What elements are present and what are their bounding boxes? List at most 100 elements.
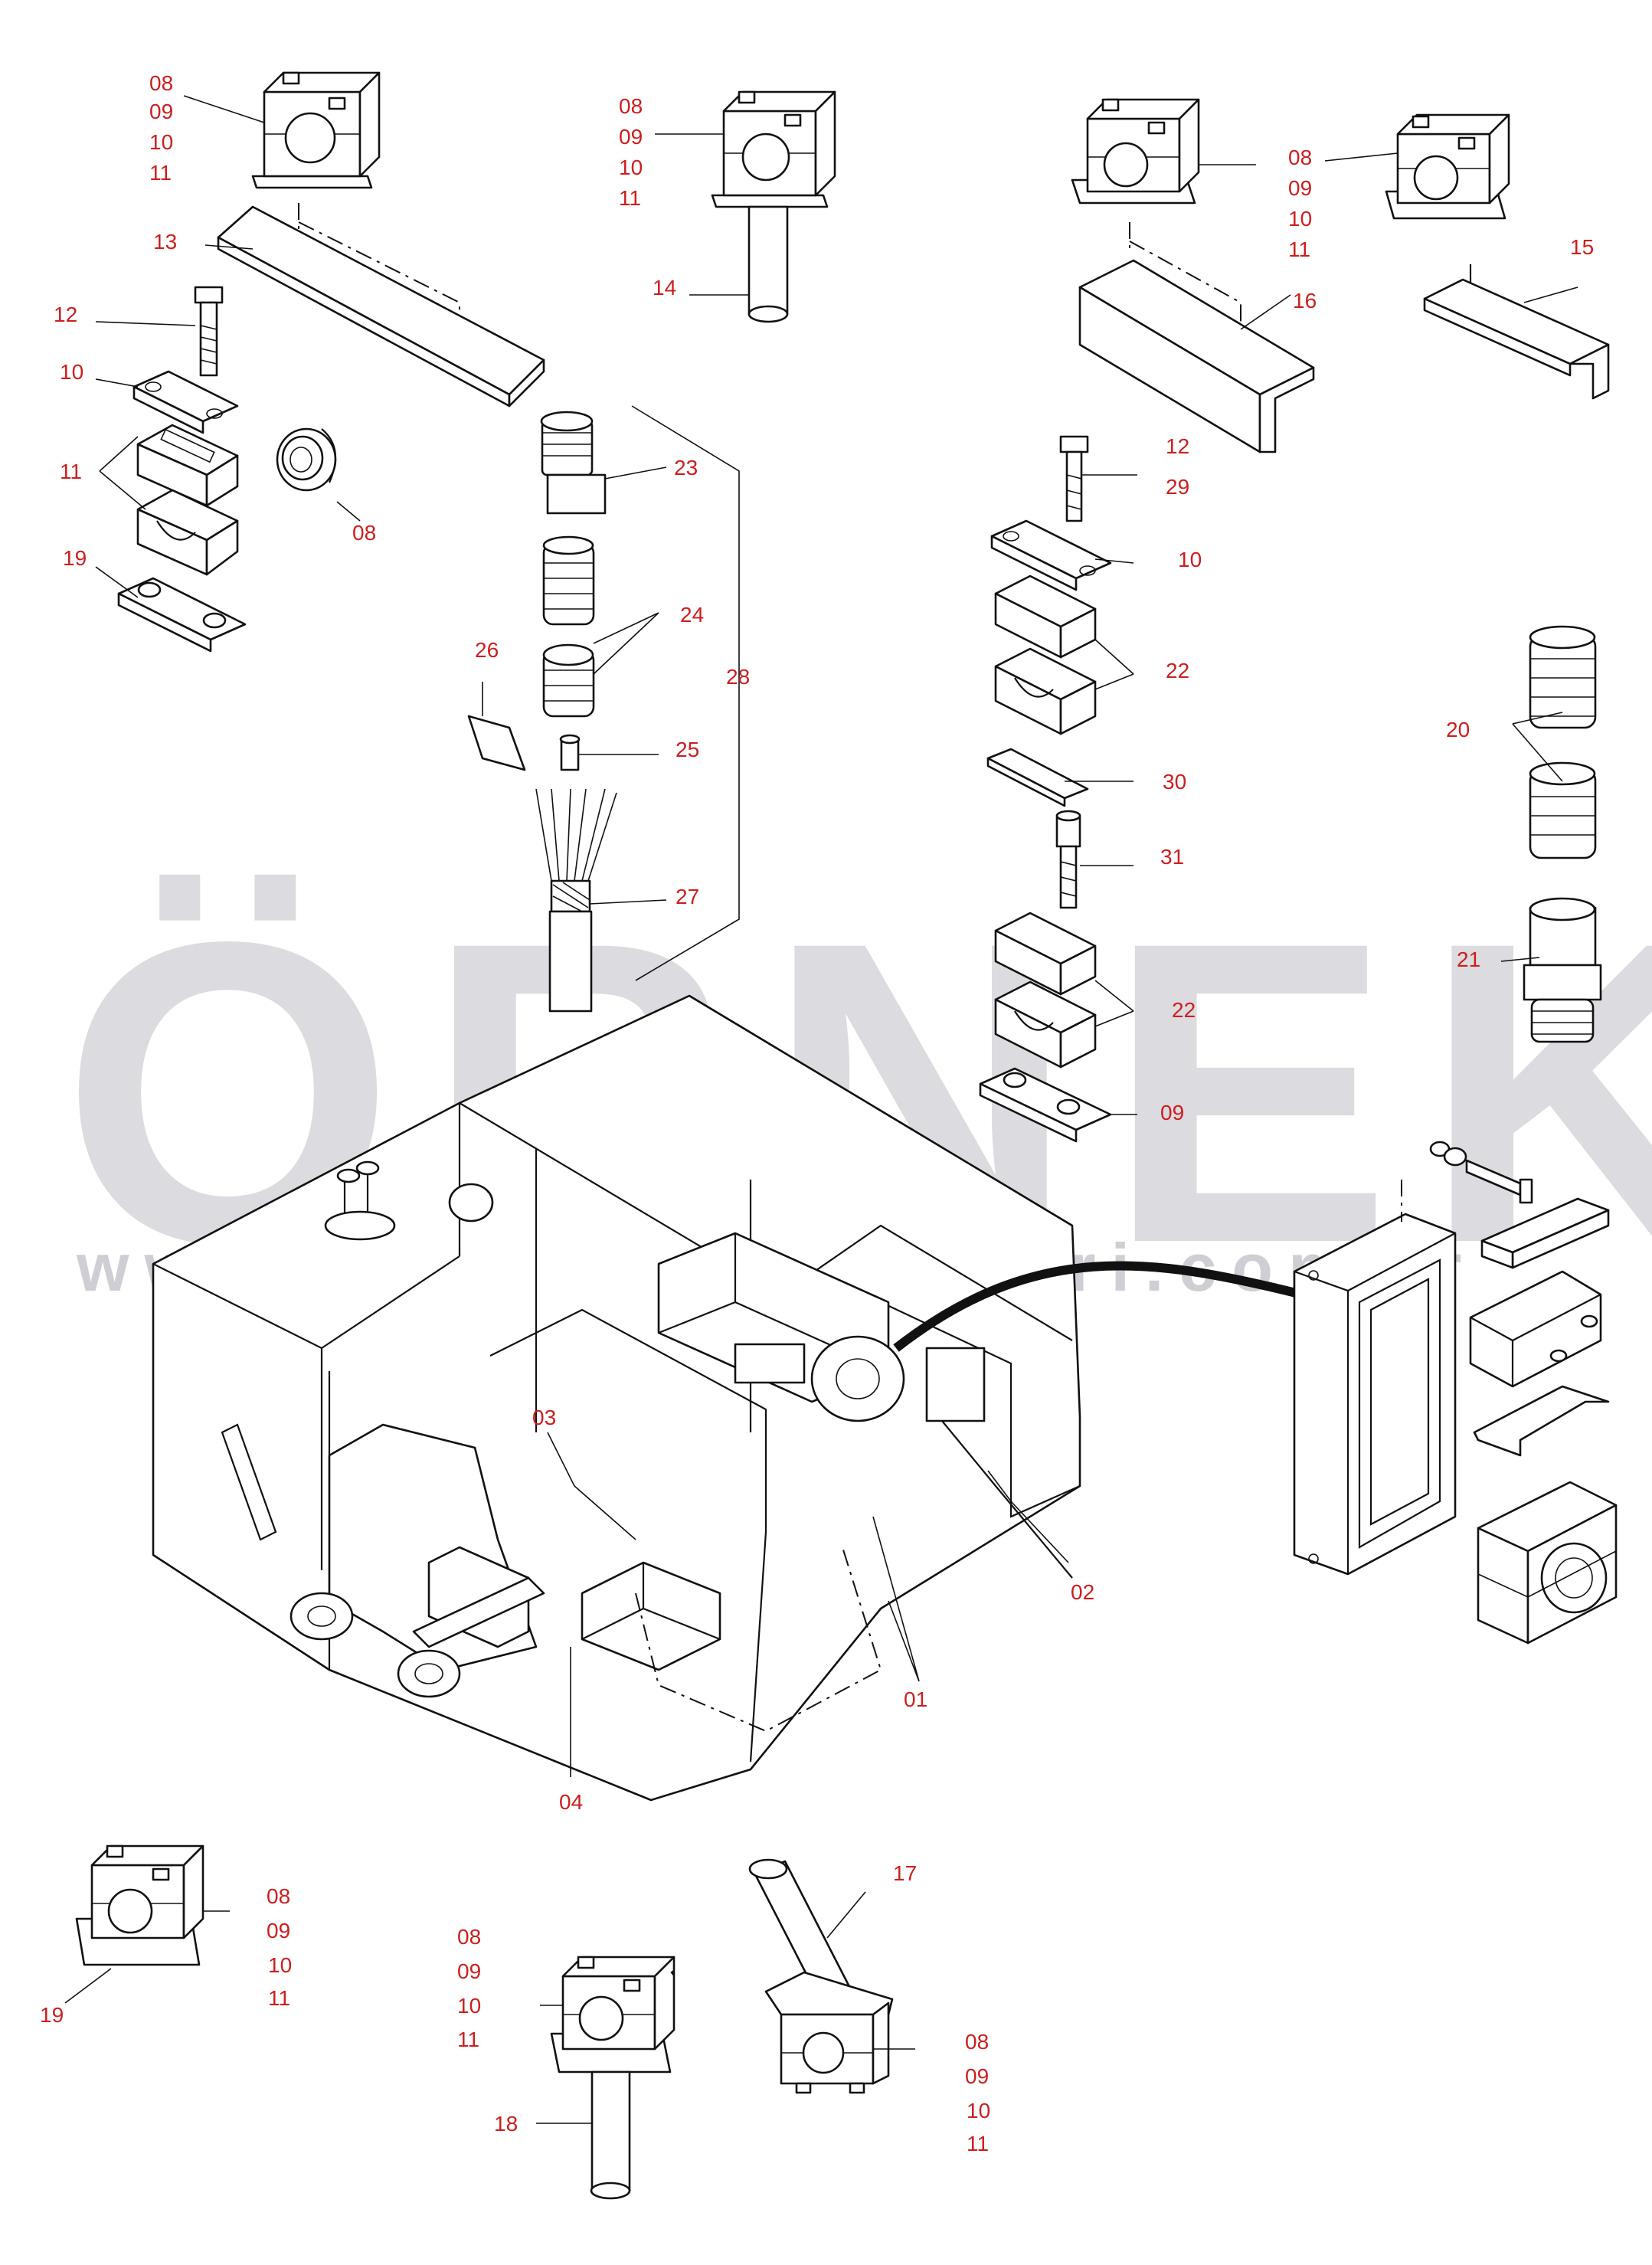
watermark-accent-left: [146, 950, 207, 984]
label-20: 20: [1446, 718, 1470, 741]
label-bottom-19: 19: [40, 2003, 64, 2027]
clamp-assembly-bottom-center: [550, 1956, 676, 2074]
label-13: 13: [153, 230, 177, 254]
label-02: 02: [1071, 1580, 1094, 1604]
label-c10: 10: [1288, 207, 1312, 231]
label-left-12: 12: [54, 303, 77, 326]
label-g10: 10: [967, 2099, 990, 2123]
machine-frame: [152, 994, 1081, 1802]
label-31: 31: [1160, 845, 1184, 869]
label-b10: 10: [619, 155, 643, 179]
label-16: 16: [1293, 289, 1317, 313]
plate-19-left: [117, 577, 247, 653]
callout-labels: 08 09 10 11 13 12 10 11 19 08 08 09 10 1…: [40, 71, 1594, 2155]
label-22-bottom: 22: [1172, 998, 1196, 1022]
label-27: 27: [676, 885, 699, 908]
remote-mount-bracket: [1473, 1385, 1610, 1457]
clamp-halves-22-bottom: [994, 912, 1097, 1069]
remote-mount-damper: [1469, 1270, 1602, 1388]
label-e11: 11: [268, 1986, 290, 2010]
label-c09: 09: [1288, 176, 1312, 200]
plate-10-left: [132, 370, 239, 434]
label-g08: 08: [965, 2030, 989, 2054]
plate-09-right: [979, 1067, 1112, 1143]
label-04: 04: [559, 1790, 583, 1814]
bolt-12-left: [194, 286, 224, 377]
label-28: 28: [726, 665, 750, 689]
cable-27: [535, 788, 617, 1013]
callout-bracket-28: [631, 405, 740, 981]
grommet-08: [276, 427, 337, 492]
label-25: 25: [676, 738, 699, 761]
label-b08: 08: [619, 94, 643, 118]
label-e10: 10: [268, 1953, 292, 1977]
label-f08: 08: [457, 1925, 481, 1949]
label-f10: 10: [457, 1994, 481, 2018]
angle-bracket-16: [1078, 259, 1315, 453]
remote-rubber-block: [1477, 1481, 1618, 1645]
label-29: 29: [1166, 475, 1189, 499]
label-03: 03: [532, 1406, 556, 1429]
gland-nut-23: [540, 411, 607, 515]
label-left-11: 11: [60, 460, 82, 483]
mounting-strip-13: [217, 205, 545, 408]
label-c08: 08: [1288, 146, 1312, 169]
pipe-18: [590, 2070, 631, 2200]
stray-mark: [670, 1969, 675, 1978]
remote-bolt-washer: [1429, 1141, 1533, 1204]
tape-26: [467, 715, 526, 771]
clamp-assembly-bottom-right: [764, 1971, 894, 2094]
label-a11: 11: [149, 161, 172, 185]
label-01: 01: [904, 1687, 927, 1711]
label-26: 26: [475, 638, 499, 662]
label-plate-09: 09: [1160, 1101, 1184, 1124]
bolt-12-29-right: [1059, 435, 1089, 522]
clamp-halves-22-top: [994, 574, 1097, 735]
label-17: 17: [893, 1861, 917, 1885]
remote-mount-pad: [1480, 1197, 1610, 1269]
label-left-10: 10: [60, 360, 83, 384]
label-e09: 09: [267, 1919, 290, 1943]
gland-21: [1523, 897, 1602, 1043]
clamp-assembly-top-left: [251, 71, 381, 189]
remote-control-box: [1293, 1213, 1457, 1576]
label-c11: 11: [1288, 237, 1310, 261]
angle-bracket-15: [1423, 278, 1610, 400]
label-a08: 08: [149, 71, 173, 95]
control-cable: [893, 1261, 1304, 1352]
clamp-assembly-top-center: [711, 90, 836, 208]
clamp-halves-11-left: [136, 424, 239, 576]
label-24: 24: [680, 603, 704, 627]
label-30: 30: [1163, 770, 1186, 794]
label-e08: 08: [267, 1884, 290, 1908]
label-g11: 11: [967, 2132, 989, 2155]
watermark-accent-right: [211, 950, 272, 984]
seal-inserts-20: [1529, 625, 1597, 859]
label-b11: 11: [619, 186, 641, 210]
label-a09: 09: [149, 100, 173, 123]
label-15: 15: [1570, 235, 1594, 259]
seal-inserts-24: [542, 535, 595, 718]
label-f11: 11: [457, 2028, 479, 2051]
label-a10: 10: [149, 130, 173, 154]
label-right-12: 12: [1166, 434, 1189, 458]
leader-lines: [64, 95, 1578, 2124]
label-14: 14: [653, 276, 676, 299]
spacer-30: [986, 748, 1089, 807]
label-21: 21: [1457, 948, 1480, 971]
label-f09: 09: [457, 1959, 481, 1983]
label-left-19: 19: [63, 546, 87, 570]
label-23: 23: [674, 456, 698, 480]
label-g09: 09: [965, 2064, 989, 2088]
screw-31: [1055, 810, 1081, 909]
label-18: 18: [494, 2112, 518, 2136]
label-b09: 09: [619, 125, 643, 149]
label-22-top: 22: [1166, 659, 1189, 682]
clamp-assembly-top-right-b: [1385, 113, 1510, 220]
label-grommet-08: 08: [352, 521, 376, 545]
clamp-assembly-bottom-left: [75, 1844, 204, 1966]
pipe-14: [747, 205, 789, 323]
label-right-10: 10: [1178, 548, 1202, 571]
plate-10-right: [990, 519, 1112, 591]
